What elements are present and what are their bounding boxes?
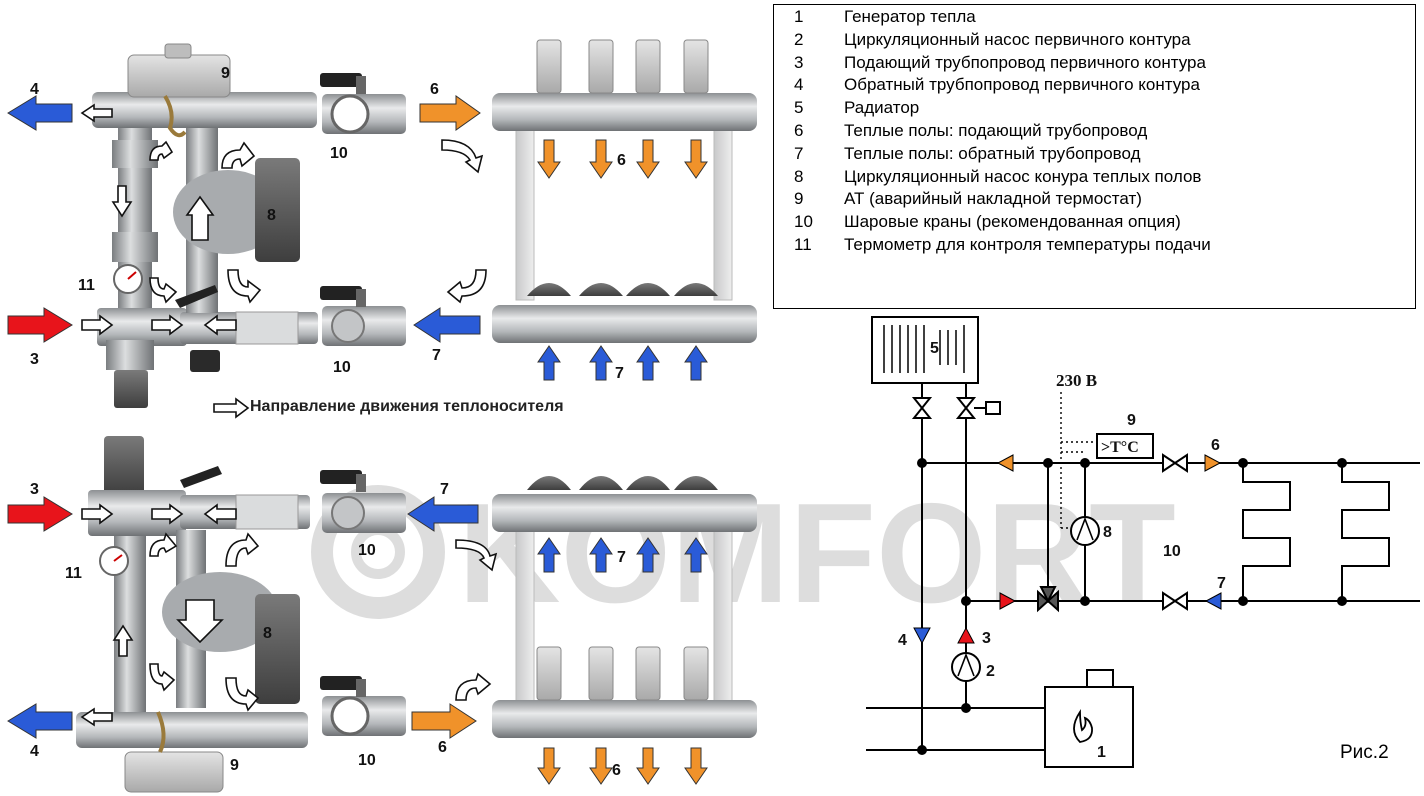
svg-text:8: 8 bbox=[1103, 524, 1112, 541]
legend-item-number: 10 bbox=[794, 212, 813, 232]
svg-text:6: 6 bbox=[430, 81, 439, 98]
svg-text:230 В: 230 В bbox=[1056, 371, 1097, 390]
ball-valve-bottom-return bbox=[320, 470, 406, 533]
white-flow-arrows bbox=[80, 103, 498, 727]
svg-text:3: 3 bbox=[30, 351, 39, 368]
legend-item-text: Подающий трубпопровод первичного контура bbox=[844, 52, 1206, 72]
legend-item-text: Шаровые краны (рекомендованная опция) bbox=[844, 212, 1181, 232]
svg-text:1: 1 bbox=[1097, 744, 1106, 761]
legend-item-number: 3 bbox=[794, 52, 804, 72]
svg-text:7: 7 bbox=[617, 549, 626, 566]
legend-item: 3 Подающий трубпопровод первичного контур… bbox=[794, 53, 1206, 73]
top-mixing-unit bbox=[92, 43, 318, 408]
legend-item-text: АТ (аварийный накладной термостат) bbox=[844, 189, 1142, 209]
legend-item: 6 Теплые полы: подающий трубопровод bbox=[794, 121, 1147, 141]
legend-item-number: 8 bbox=[794, 166, 804, 186]
legend-item-text: Обратный трубпопровод первичного контура bbox=[844, 75, 1200, 95]
svg-text:4: 4 bbox=[30, 81, 39, 98]
legend-item-text: Радиатор bbox=[844, 98, 920, 118]
svg-text:6: 6 bbox=[612, 762, 621, 779]
schematic-labels: 5 230 В 9 >T°C 6 8 10 7 4 3 2 1 bbox=[898, 340, 1226, 761]
svg-text:>T°C: >T°C bbox=[1101, 439, 1139, 456]
svg-text:10: 10 bbox=[358, 542, 376, 559]
svg-text:9: 9 bbox=[221, 65, 230, 82]
legend-item: 4 Обратный трубпопровод первичного контур… bbox=[794, 75, 1200, 95]
legend-item: 1 Генератор тепла bbox=[794, 7, 976, 27]
svg-text:3: 3 bbox=[982, 630, 991, 647]
legend-item: 11 Термометр для контроля температуры под… bbox=[794, 235, 1211, 255]
figure-label: Рис.2 bbox=[1340, 742, 1389, 763]
legend-item-number: 1 bbox=[794, 7, 804, 26]
legend-item-number: 11 bbox=[794, 235, 812, 254]
top-manifold bbox=[492, 39, 757, 343]
bottom-mixing-unit bbox=[76, 436, 310, 793]
svg-text:4: 4 bbox=[898, 632, 907, 649]
svg-text:6: 6 bbox=[617, 152, 626, 169]
legend-item-number: 9 bbox=[794, 189, 804, 209]
flow-arrows bbox=[7, 95, 708, 785]
svg-text:9: 9 bbox=[1127, 412, 1136, 429]
svg-text:10: 10 bbox=[358, 752, 376, 769]
legend-item-text: Термометр для контроля температуры подач… bbox=[844, 235, 1211, 254]
svg-text:8: 8 bbox=[263, 625, 272, 642]
hydraulic-schematic bbox=[866, 316, 1420, 768]
svg-text:10: 10 bbox=[333, 359, 351, 376]
legend-item-number: 2 bbox=[794, 29, 804, 49]
svg-text:3: 3 bbox=[30, 481, 39, 498]
legend-item: 8 Циркуляционный насос конура теплых поло… bbox=[794, 167, 1201, 187]
svg-text:11: 11 bbox=[78, 277, 95, 294]
legend-item-text: Генератор тепла bbox=[844, 7, 976, 26]
ball-valve-bottom-supply bbox=[320, 676, 406, 736]
legend-item: 10 Шаровые краны (рекомендованная опция) bbox=[794, 212, 1181, 232]
ball-valve-top-return bbox=[320, 286, 406, 346]
legend-item-number: 5 bbox=[794, 98, 804, 118]
legend-item-number: 6 bbox=[794, 121, 804, 140]
svg-text:10: 10 bbox=[1163, 543, 1181, 560]
svg-text:10: 10 bbox=[330, 145, 348, 162]
svg-text:7: 7 bbox=[440, 481, 449, 498]
svg-text:7: 7 bbox=[1217, 575, 1226, 592]
svg-text:2: 2 bbox=[986, 663, 995, 680]
legend-box: 1 Генератор тепла 2 Циркуляционный насос пе… bbox=[773, 4, 1416, 309]
legend-item: 9 АТ (аварийный накладной термостат) bbox=[794, 189, 1142, 209]
svg-text:6: 6 bbox=[1211, 437, 1220, 454]
radiator bbox=[871, 316, 979, 384]
flow-direction-caption: Направление движения теплоносителя bbox=[250, 398, 564, 415]
bottom-manifold bbox=[492, 476, 757, 738]
svg-text:11: 11 bbox=[65, 565, 82, 582]
legend-item: 7 Теплые полы: обратный трубопровод bbox=[794, 144, 1141, 164]
svg-text:9: 9 bbox=[230, 757, 239, 774]
number-labels: 4 9 6 6 10 8 11 3 10 7 7 3 7 10 7 11 8 4… bbox=[30, 65, 626, 779]
legend-item-number: 7 bbox=[794, 143, 804, 163]
return-arrow-top bbox=[7, 95, 73, 131]
svg-text:7: 7 bbox=[615, 365, 624, 382]
svg-text:8: 8 bbox=[267, 207, 276, 224]
legend-item-text: Циркуляционный насос конура теплых полов bbox=[844, 166, 1202, 186]
legend-item: 2 Циркуляционный насос первичного контура bbox=[794, 30, 1191, 50]
svg-text:5: 5 bbox=[930, 340, 939, 357]
svg-text:7: 7 bbox=[432, 347, 441, 364]
legend-item-number: 4 bbox=[794, 75, 804, 95]
svg-text:6: 6 bbox=[438, 739, 447, 756]
legend-item: 5 Радиатор bbox=[794, 98, 919, 118]
legend-item-text: Теплые полы: подающий трубопровод bbox=[844, 121, 1148, 140]
ball-valve-top-supply bbox=[320, 73, 406, 134]
svg-text:4: 4 bbox=[30, 743, 39, 760]
legend-item-text: Теплые полы: обратный трубопровод bbox=[844, 143, 1141, 163]
legend-item-text: Циркуляционный насос первичного контура bbox=[844, 29, 1191, 49]
